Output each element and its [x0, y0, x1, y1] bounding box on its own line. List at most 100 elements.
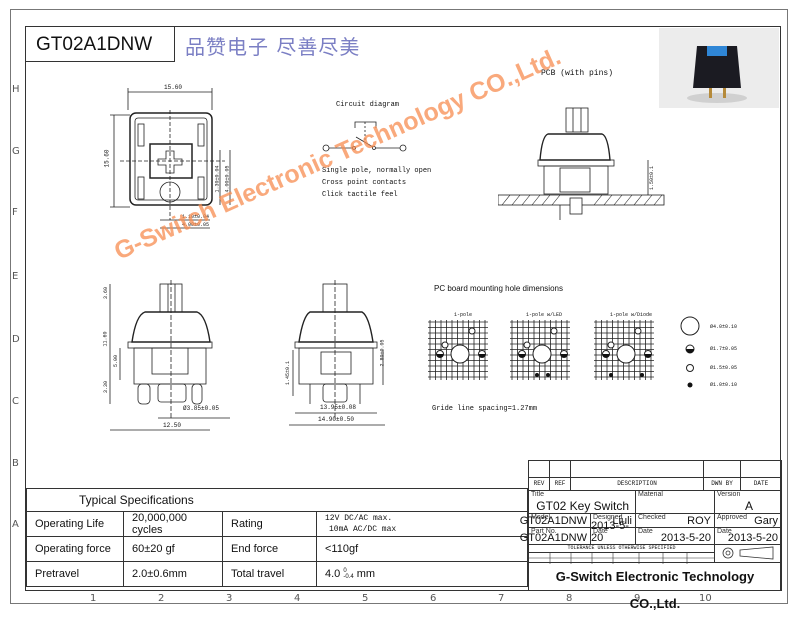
pcb-title: PCB (with pins): [541, 69, 614, 78]
specs-table: Typical Specifications Operating Life 20…: [26, 488, 528, 587]
dim-1: 1.30±0.04: [214, 165, 221, 193]
hole-small: [441, 341, 449, 349]
row-label: C: [12, 396, 19, 407]
col-label: 8: [566, 593, 573, 604]
drawing-border: [25, 26, 781, 591]
circuit-title: Circuit diagram: [336, 101, 400, 109]
product-photo: [659, 28, 779, 108]
top-view-drawing: [110, 88, 231, 229]
dwn-by-header: DWN BY: [703, 477, 741, 491]
hole-small: [523, 341, 531, 349]
dim-top: 3.60: [103, 286, 110, 300]
dim-total: 11.60: [102, 331, 109, 347]
dim-top-height: 15.60: [103, 149, 111, 168]
dim-side-w2: 14.90±0.50: [318, 416, 355, 423]
spec-value: 12V DC/AC max. 10mA AC/DC max: [316, 511, 528, 537]
date-value: 2013-5-20: [660, 532, 711, 544]
row-label: D: [12, 334, 20, 345]
spec-value: 4.0 0-0.4 mm: [316, 561, 528, 587]
spec-name: Operating force: [26, 536, 124, 562]
label: Date: [593, 528, 608, 535]
col-label: 6: [430, 593, 437, 604]
hole-small: [468, 327, 476, 335]
checked-value: ROY: [687, 515, 711, 527]
circuit-note: Cross point contacts: [322, 179, 407, 187]
legend-hole-1-0mm: [687, 382, 693, 388]
spec-value: <110gf: [316, 536, 528, 562]
date-value: 2013-5-20: [591, 520, 629, 544]
circuit-diagram: [322, 121, 407, 152]
legend-hole-4mm: [680, 316, 700, 336]
col-label: 5: [362, 593, 369, 604]
legend-hole-1-7mm-fill: [686, 349, 694, 353]
label: Checked: [638, 514, 666, 521]
title-value: GT02 Key Switch: [536, 499, 629, 513]
projection-symbol-icon: [722, 546, 774, 560]
dim-side-left: 1.45±0.1: [285, 360, 292, 386]
layout-label: 1-pole w/LED: [526, 312, 563, 318]
label: Approved: [717, 514, 747, 521]
rating-line: 12V DC/AC max.: [325, 514, 393, 523]
rating-line: 10mA AC/DC max: [329, 525, 397, 534]
circuit-notes: Single pole, normally open Cross point c…: [322, 165, 431, 201]
row-label: A: [12, 519, 19, 530]
version-value: A: [744, 499, 753, 513]
dim-width: 12.50: [163, 422, 182, 429]
holes-title: PC board mounting hole dimensions: [434, 284, 563, 293]
hole-pin-fill: [436, 354, 444, 358]
hole-pin-fill: [644, 354, 652, 358]
description-header: DESCRIPTION: [570, 477, 704, 491]
spec-name: Rating: [222, 511, 317, 537]
dim-top-width: 15.60: [164, 84, 183, 91]
date-header: DATE: [740, 477, 782, 491]
spec-name: End force: [222, 536, 317, 562]
approved-value: Gary: [754, 515, 778, 527]
col-label: 2: [158, 593, 165, 604]
dim-stem: Ø3.85±0.05: [183, 405, 220, 412]
label: Version: [717, 491, 741, 498]
label: Designed: [593, 514, 623, 521]
label: Part No.: [531, 528, 557, 535]
hole-led: [546, 373, 550, 377]
date-value: 2013-5-20: [727, 532, 778, 544]
circuit-note: Single pole, normally open: [322, 167, 432, 175]
legend-label: Ø4.0±0.10: [710, 324, 738, 330]
legend-hole-1-5mm: [686, 364, 694, 372]
row-label: G: [12, 146, 20, 157]
row-label: E: [12, 271, 19, 282]
row-label: F: [12, 207, 18, 218]
travel-unit: mm: [356, 567, 376, 580]
spec-value: 60±20 gf: [123, 536, 223, 562]
table-row: Pretravel 2.0±0.6mm Total travel 4.0 0-0…: [26, 561, 528, 587]
dim-mid: 5.00: [113, 354, 120, 368]
designed-value: Liuli: [612, 515, 632, 527]
tol-upper: 0: [343, 568, 347, 575]
hole-pin-fill: [602, 354, 610, 358]
key-switch-photo: [687, 46, 747, 103]
hole-small: [634, 327, 642, 335]
spec-name: Pretravel: [26, 561, 124, 587]
spec-value: 2.0±0.6mm: [123, 561, 223, 587]
row-label: B: [12, 458, 19, 469]
col-label: 3: [226, 593, 233, 604]
hole-small: [550, 327, 558, 335]
company-name: G-Switch Electronic Technology CO.,Ltd.: [528, 562, 782, 611]
dim-side-right: 2.80±0.05: [379, 339, 386, 367]
model-title: GT02A1DNW: [26, 27, 175, 62]
label: Material: [638, 491, 663, 498]
outer-frame: [10, 9, 788, 604]
layout-label: 1-pole: [454, 312, 473, 318]
hole-pin-fill: [478, 354, 486, 358]
table-row: Operating Life 20,000,000 cycles Rating …: [26, 511, 528, 537]
table-row: Operating force 60±20 gf End force <110g…: [26, 536, 528, 562]
dim-side-w1: 13.95±0.08: [320, 404, 357, 411]
rev-header: REV: [528, 477, 550, 491]
spec-name: Operating Life: [26, 511, 124, 537]
hole-center: [616, 344, 636, 364]
col-label: 9: [634, 593, 641, 604]
hole-legend-symbols: [680, 316, 700, 388]
dim-4: 4.00±0.05: [182, 222, 210, 228]
side-view-drawing: [289, 280, 385, 426]
dim-pin: 3.30: [103, 380, 110, 394]
